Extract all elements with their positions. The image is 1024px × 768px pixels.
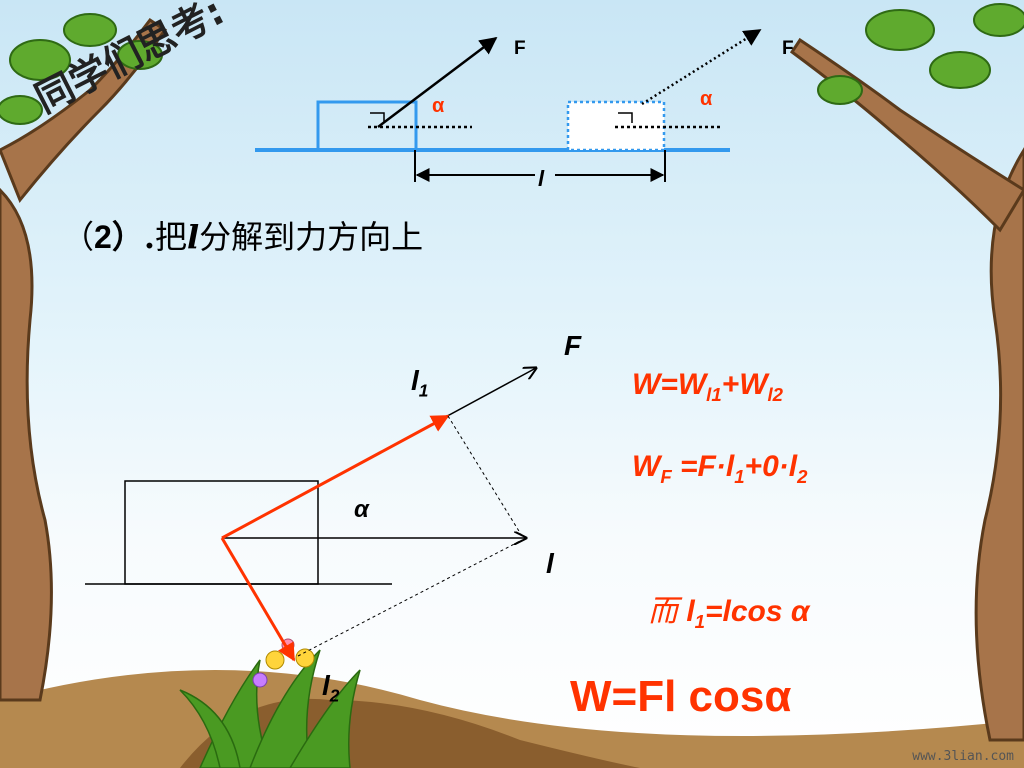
top-force-label-2: F [782, 38, 794, 59]
main-block [124, 480, 319, 585]
eq1-a: W=W [632, 368, 707, 401]
projection-dashed-2 [297, 539, 523, 657]
step-text-after: 分解到力方向上 [199, 218, 424, 256]
top-displacement-label: l [538, 166, 545, 191]
right-tree-trunk [974, 147, 1024, 742]
left-tree-trunk [0, 187, 53, 702]
l2-sub: 2 [329, 685, 340, 706]
l1-base: l [411, 365, 419, 396]
component-l2-arrow [220, 537, 296, 662]
l1-sub: 1 [418, 380, 429, 401]
eq3-a: l [678, 595, 695, 628]
component-l1-arrow [221, 414, 450, 540]
eq2-a: W [632, 450, 661, 483]
main-force-label: F [564, 330, 582, 361]
angle-mark-1 [370, 112, 385, 123]
final-equation: W=Fl cosα [570, 672, 792, 721]
eq1-s1: l1 [706, 384, 722, 405]
step-text-before: 把 [154, 218, 187, 256]
step-variable: l [186, 218, 200, 256]
eq2-s3: 2 [797, 466, 808, 487]
eq2-s2: 1 [734, 466, 745, 487]
step-number: 2 [94, 219, 112, 255]
eq3-s1: 1 [694, 611, 706, 632]
main-l2-label: l2 [322, 670, 339, 707]
right-tree-leaves [817, 3, 1024, 105]
eq2-s1: F [660, 466, 672, 487]
step-suffix: ）. [111, 218, 155, 256]
projection-dashed-1 [447, 415, 523, 537]
main-l1-label: l1 [411, 365, 428, 402]
angle-mark-2 [618, 112, 633, 123]
eq2-c: +0·l [744, 450, 798, 483]
grass-tuft [179, 649, 361, 768]
top-angle-label-2: α [700, 88, 713, 110]
eq1-b: +W [721, 368, 768, 401]
equation-force-work: WF =F·l1+0·l2 [632, 450, 807, 488]
force-arrow-2 [641, 28, 762, 106]
step-instruction: （2）.把l分解到力方向上 [62, 212, 423, 258]
eq1-s2: l2 [767, 384, 784, 405]
eq3-b: =lcos α [705, 595, 810, 628]
top-angle-label-1: α [432, 95, 445, 117]
l2-base: l [322, 670, 330, 701]
main-alpha-label: α [354, 496, 369, 523]
eq3-er: 而 [648, 594, 678, 629]
watermark: www.3lian.com [912, 749, 1014, 764]
left-tree-leaves [0, 13, 163, 125]
main-l-label: l [546, 548, 554, 579]
force-arrow-1 [377, 36, 498, 128]
top-force-label-1: F [514, 38, 526, 59]
equation-l1-projection: 而 l1=lcos α [648, 586, 810, 633]
step-prefix: （ [62, 218, 95, 256]
equation-total-work: W=Wl1+Wl2 [632, 368, 783, 406]
eq2-b: =F·l [671, 450, 735, 483]
